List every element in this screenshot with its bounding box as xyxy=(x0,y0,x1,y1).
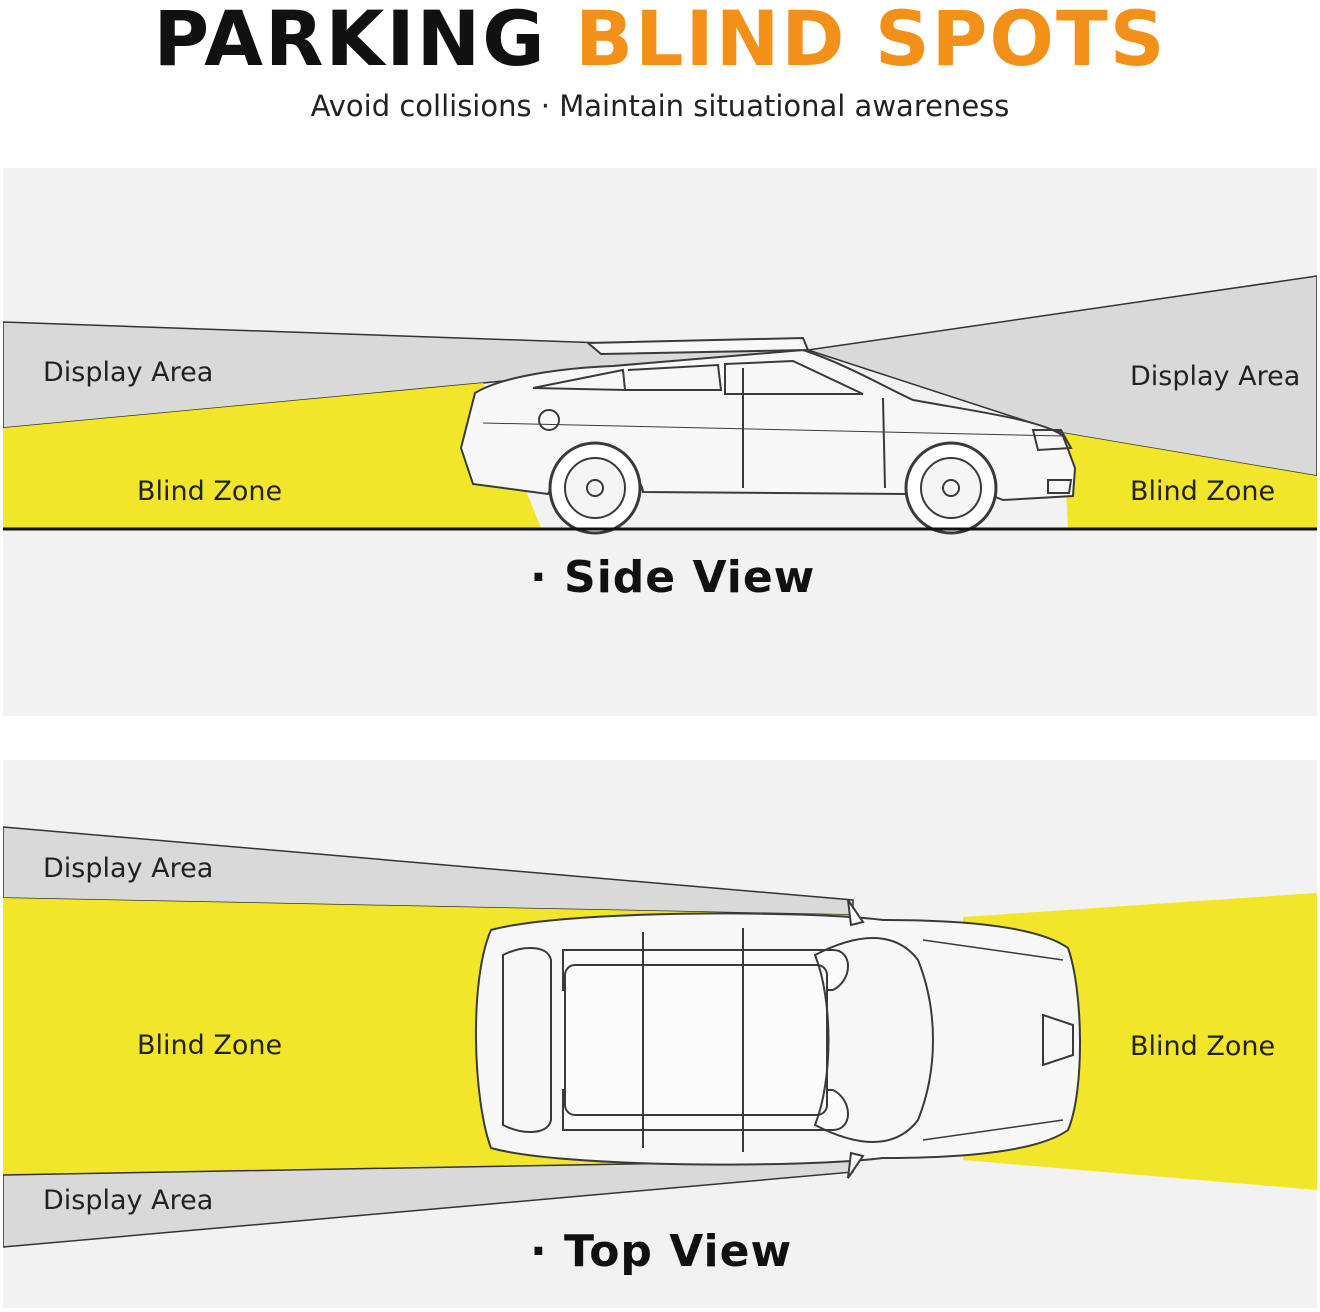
top-left-blind-label: Blind Zone xyxy=(137,1030,283,1061)
top-right-blind-label: Blind Zone xyxy=(1130,1031,1276,1062)
side-view-title: · Side View xyxy=(530,552,816,603)
car-top-view-icon xyxy=(475,899,1081,1179)
side-left-blind-zone xyxy=(3,383,541,528)
title-part-1: PARKING xyxy=(153,0,547,83)
title-part-2: BLIND SPOTS xyxy=(575,0,1167,83)
side-view-panel: Display Area Blind Zone Display Area Bli… xyxy=(3,168,1317,716)
side-left-blind-label: Blind Zone xyxy=(137,476,283,507)
top-upper-display-label: Display Area xyxy=(43,853,214,884)
side-right-blind-zone xyxy=(1063,433,1317,528)
side-view-diagram xyxy=(3,275,1317,535)
page-subtitle: Avoid collisions · Maintain situational … xyxy=(310,89,1010,123)
top-view-diagram xyxy=(3,826,1317,1248)
side-right-display-label: Display Area xyxy=(1130,361,1301,392)
side-right-blind-label: Blind Zone xyxy=(1130,476,1276,507)
car-side-view-icon xyxy=(459,336,1077,535)
top-lower-display-label: Display Area xyxy=(43,1185,214,1216)
top-view-panel: Display Area Blind Zone Display Area Bli… xyxy=(3,760,1317,1308)
header: PARKING BLIND SPOTS Avoid collisions · M… xyxy=(0,0,1320,160)
side-right-display-area xyxy=(807,275,1317,477)
page-title: PARKING BLIND SPOTS xyxy=(0,0,1320,84)
side-left-display-label: Display Area xyxy=(43,357,214,388)
top-view-title: · Top View xyxy=(530,1226,793,1277)
